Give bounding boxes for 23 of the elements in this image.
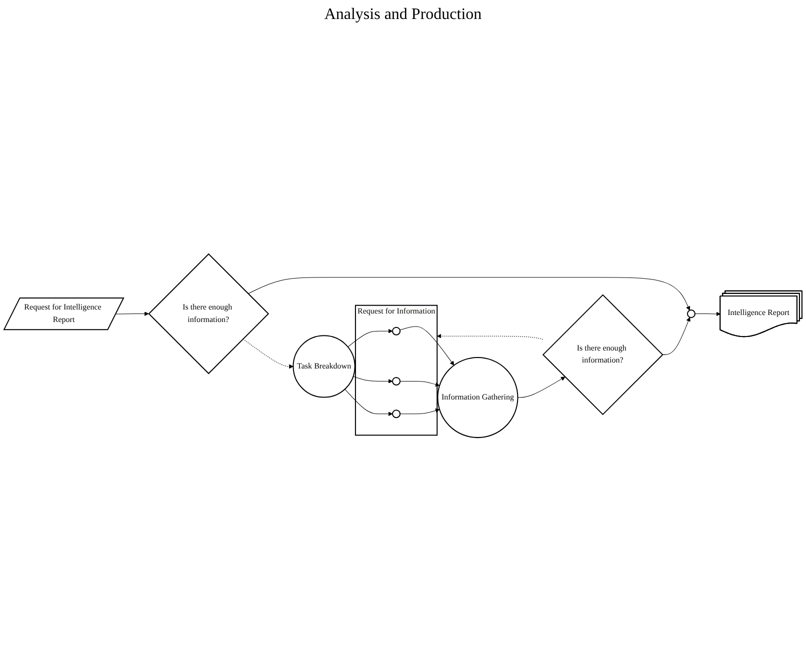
node-circle xyxy=(392,377,401,386)
arrow xyxy=(400,381,440,387)
node-circle xyxy=(686,310,696,318)
node-circle xyxy=(392,327,401,336)
note-text: Analysis and Production xyxy=(324,6,482,23)
arrow xyxy=(348,329,393,348)
node-circle xyxy=(392,410,401,418)
arrow xyxy=(344,389,393,416)
arrow xyxy=(116,312,149,316)
arrow xyxy=(242,338,294,369)
arrow xyxy=(518,376,566,398)
node-diamond: Is there enough information? xyxy=(148,254,270,374)
arrow xyxy=(400,326,454,366)
node-circle: Task Breakdown xyxy=(292,335,356,398)
arrow xyxy=(662,317,690,356)
arrow xyxy=(436,334,544,340)
node-circle: Information Gathering xyxy=(437,357,518,438)
arrow xyxy=(400,408,440,414)
arrow xyxy=(352,376,393,384)
arrow xyxy=(248,277,690,311)
arrow xyxy=(694,312,721,316)
node-diamond: Is there enough information? xyxy=(542,294,664,416)
cluster: Request for Information xyxy=(354,305,438,436)
